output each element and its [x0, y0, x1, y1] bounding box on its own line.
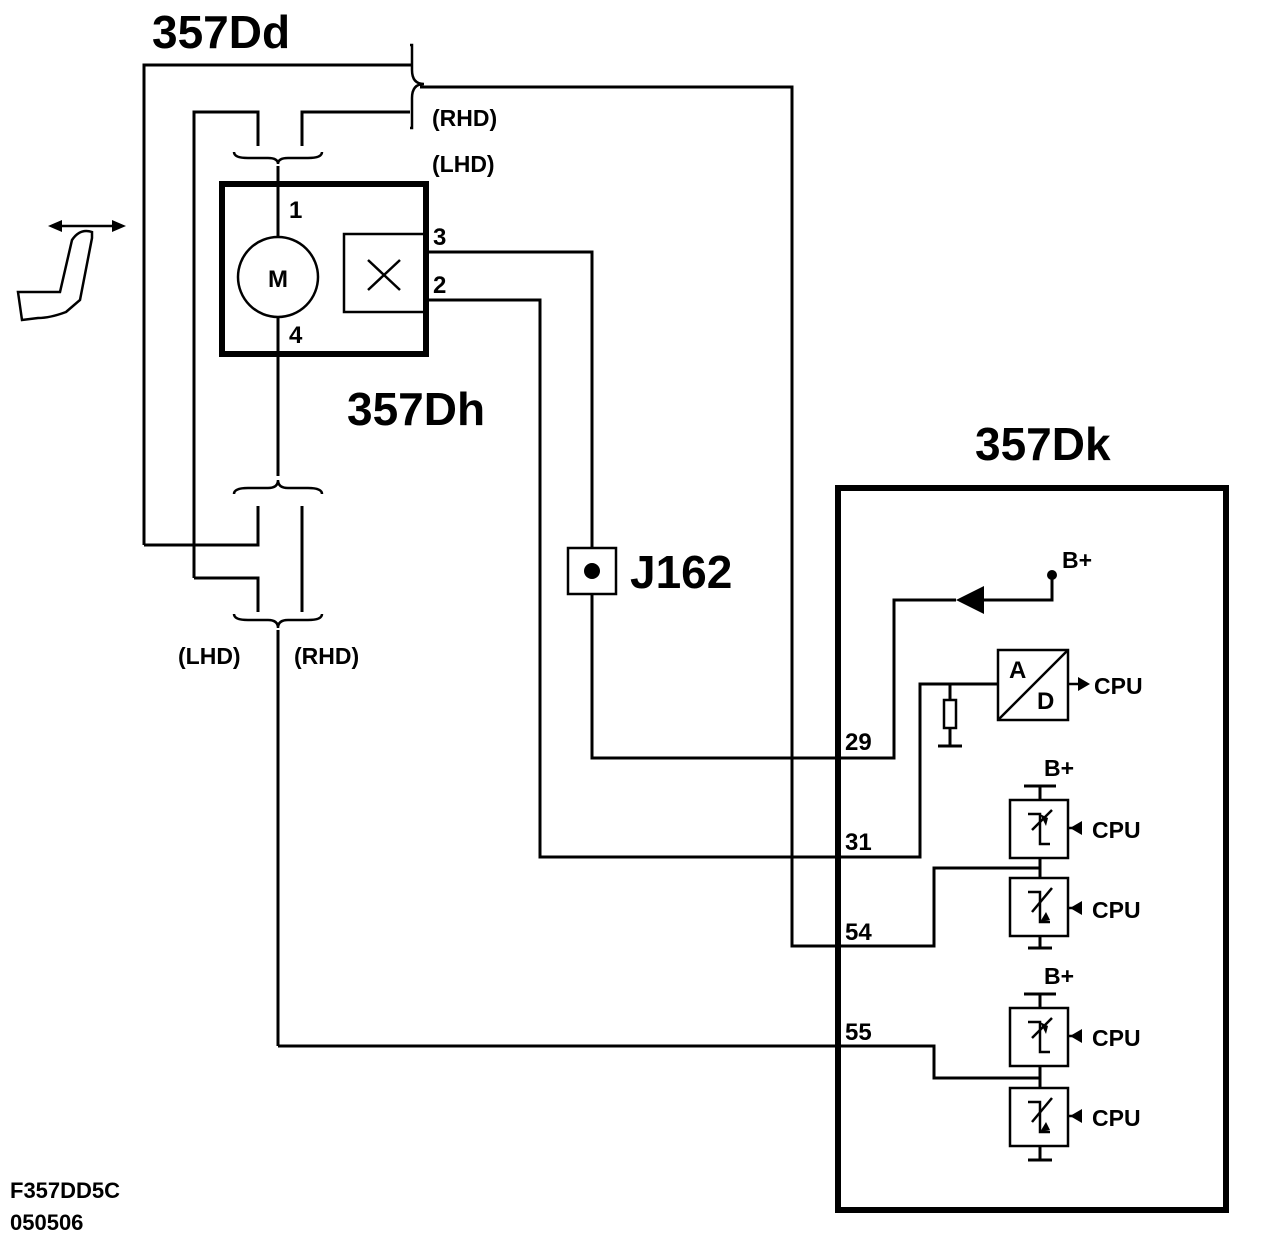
adc-converter [996, 648, 1090, 722]
module-internal-wiring [838, 570, 1057, 1080]
high-side-switch-2 [1008, 992, 1082, 1088]
adc-d-label: D [1037, 688, 1054, 715]
low-side-switch-1 [1008, 876, 1082, 950]
cpu-label-sw4: CPU [1092, 1105, 1141, 1131]
cpu-label-sw1: CPU [1092, 817, 1141, 843]
seat-adjust-icon [16, 220, 126, 322]
cpu-label-adc: CPU [1094, 673, 1143, 699]
junction-j162 [566, 546, 618, 596]
wire-network [142, 63, 838, 1048]
sensor-cross-icon [367, 259, 401, 291]
diagram-date: 050506 [10, 1210, 83, 1235]
module-pin-29: 29 [845, 729, 872, 756]
variant-rhd-top: (RHD) [432, 105, 497, 131]
cpu-label-sw2: CPU [1092, 897, 1141, 923]
module-pin-54: 54 [845, 919, 872, 946]
top-connector-brace [232, 43, 425, 629]
high-side-switch-1 [1008, 784, 1082, 878]
low-side-switch-2 [1008, 1086, 1082, 1162]
junction-dot [584, 563, 600, 579]
motor-symbol [236, 235, 320, 319]
variant-rhd-bottom: (RHD) [294, 643, 359, 669]
module-357dk-label: 357Dk [975, 418, 1111, 470]
connector-357dd-label: 357Dd [152, 6, 290, 58]
bplus-label-2: B+ [1044, 755, 1074, 781]
pin-4-label: 4 [289, 322, 303, 349]
bplus-label-3: B+ [1044, 963, 1074, 989]
motor-unit-357dh-label: 357Dh [347, 383, 485, 435]
module-pin-55: 55 [845, 1019, 872, 1046]
pin-3-label: 3 [433, 224, 446, 251]
pin-2-label: 2 [433, 272, 446, 299]
junction-j162-label: J162 [630, 546, 732, 598]
position-sensor-box [342, 232, 428, 314]
pin-1-label: 1 [289, 197, 302, 224]
motor-label: M [268, 266, 288, 293]
variant-lhd-bottom: (LHD) [178, 643, 241, 669]
variant-lhd-top: (LHD) [432, 151, 495, 177]
motor-unit-357dh [219, 181, 429, 357]
diagram-code: F357DD5C [10, 1178, 120, 1203]
control-module-357dk [835, 485, 1229, 1213]
bplus-label-1: B+ [1062, 547, 1092, 573]
module-pin-31: 31 [845, 829, 872, 856]
adc-a-label: A [1009, 657, 1026, 684]
cpu-label-sw3: CPU [1092, 1025, 1141, 1051]
